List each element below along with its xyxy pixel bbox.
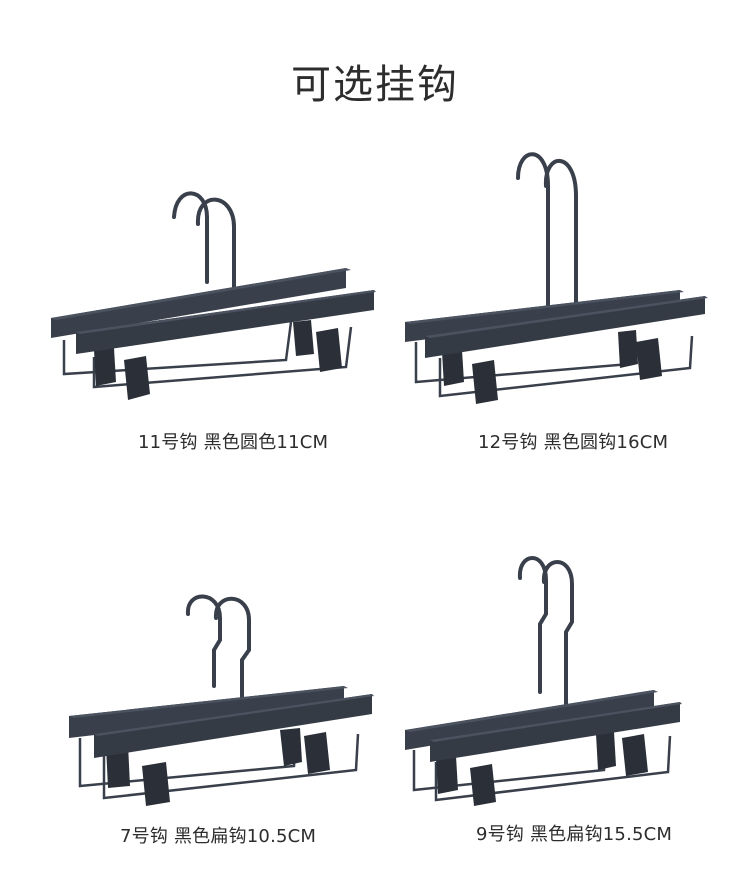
page-title: 可选挂钩 [291, 62, 459, 108]
round-hook-hanger-icon [405, 152, 708, 404]
product-card-11[interactable]: 11号钩 黑色圆色11CM [46, 182, 376, 453]
product-caption: 9号钩 黑色扁钩15.5CM [476, 824, 673, 845]
product-caption: 11号钩 黑色圆色11CM [138, 432, 329, 453]
product-card-12[interactable]: 12号钩 黑色圆钩16CM [400, 146, 730, 456]
product-card-9[interactable]: 9号钩 黑色扁钩15.5CM [400, 552, 720, 852]
flat-hook-hanger-icon [69, 594, 374, 806]
round-hook-hanger-icon [51, 191, 376, 400]
product-card-7[interactable]: 7号钩 黑色扁钩10.5CM [64, 590, 384, 850]
flat-hook-hanger-icon [405, 556, 682, 806]
product-caption: 12号钩 黑色圆钩16CM [478, 432, 669, 453]
product-caption: 7号钩 黑色扁钩10.5CM [120, 826, 317, 847]
